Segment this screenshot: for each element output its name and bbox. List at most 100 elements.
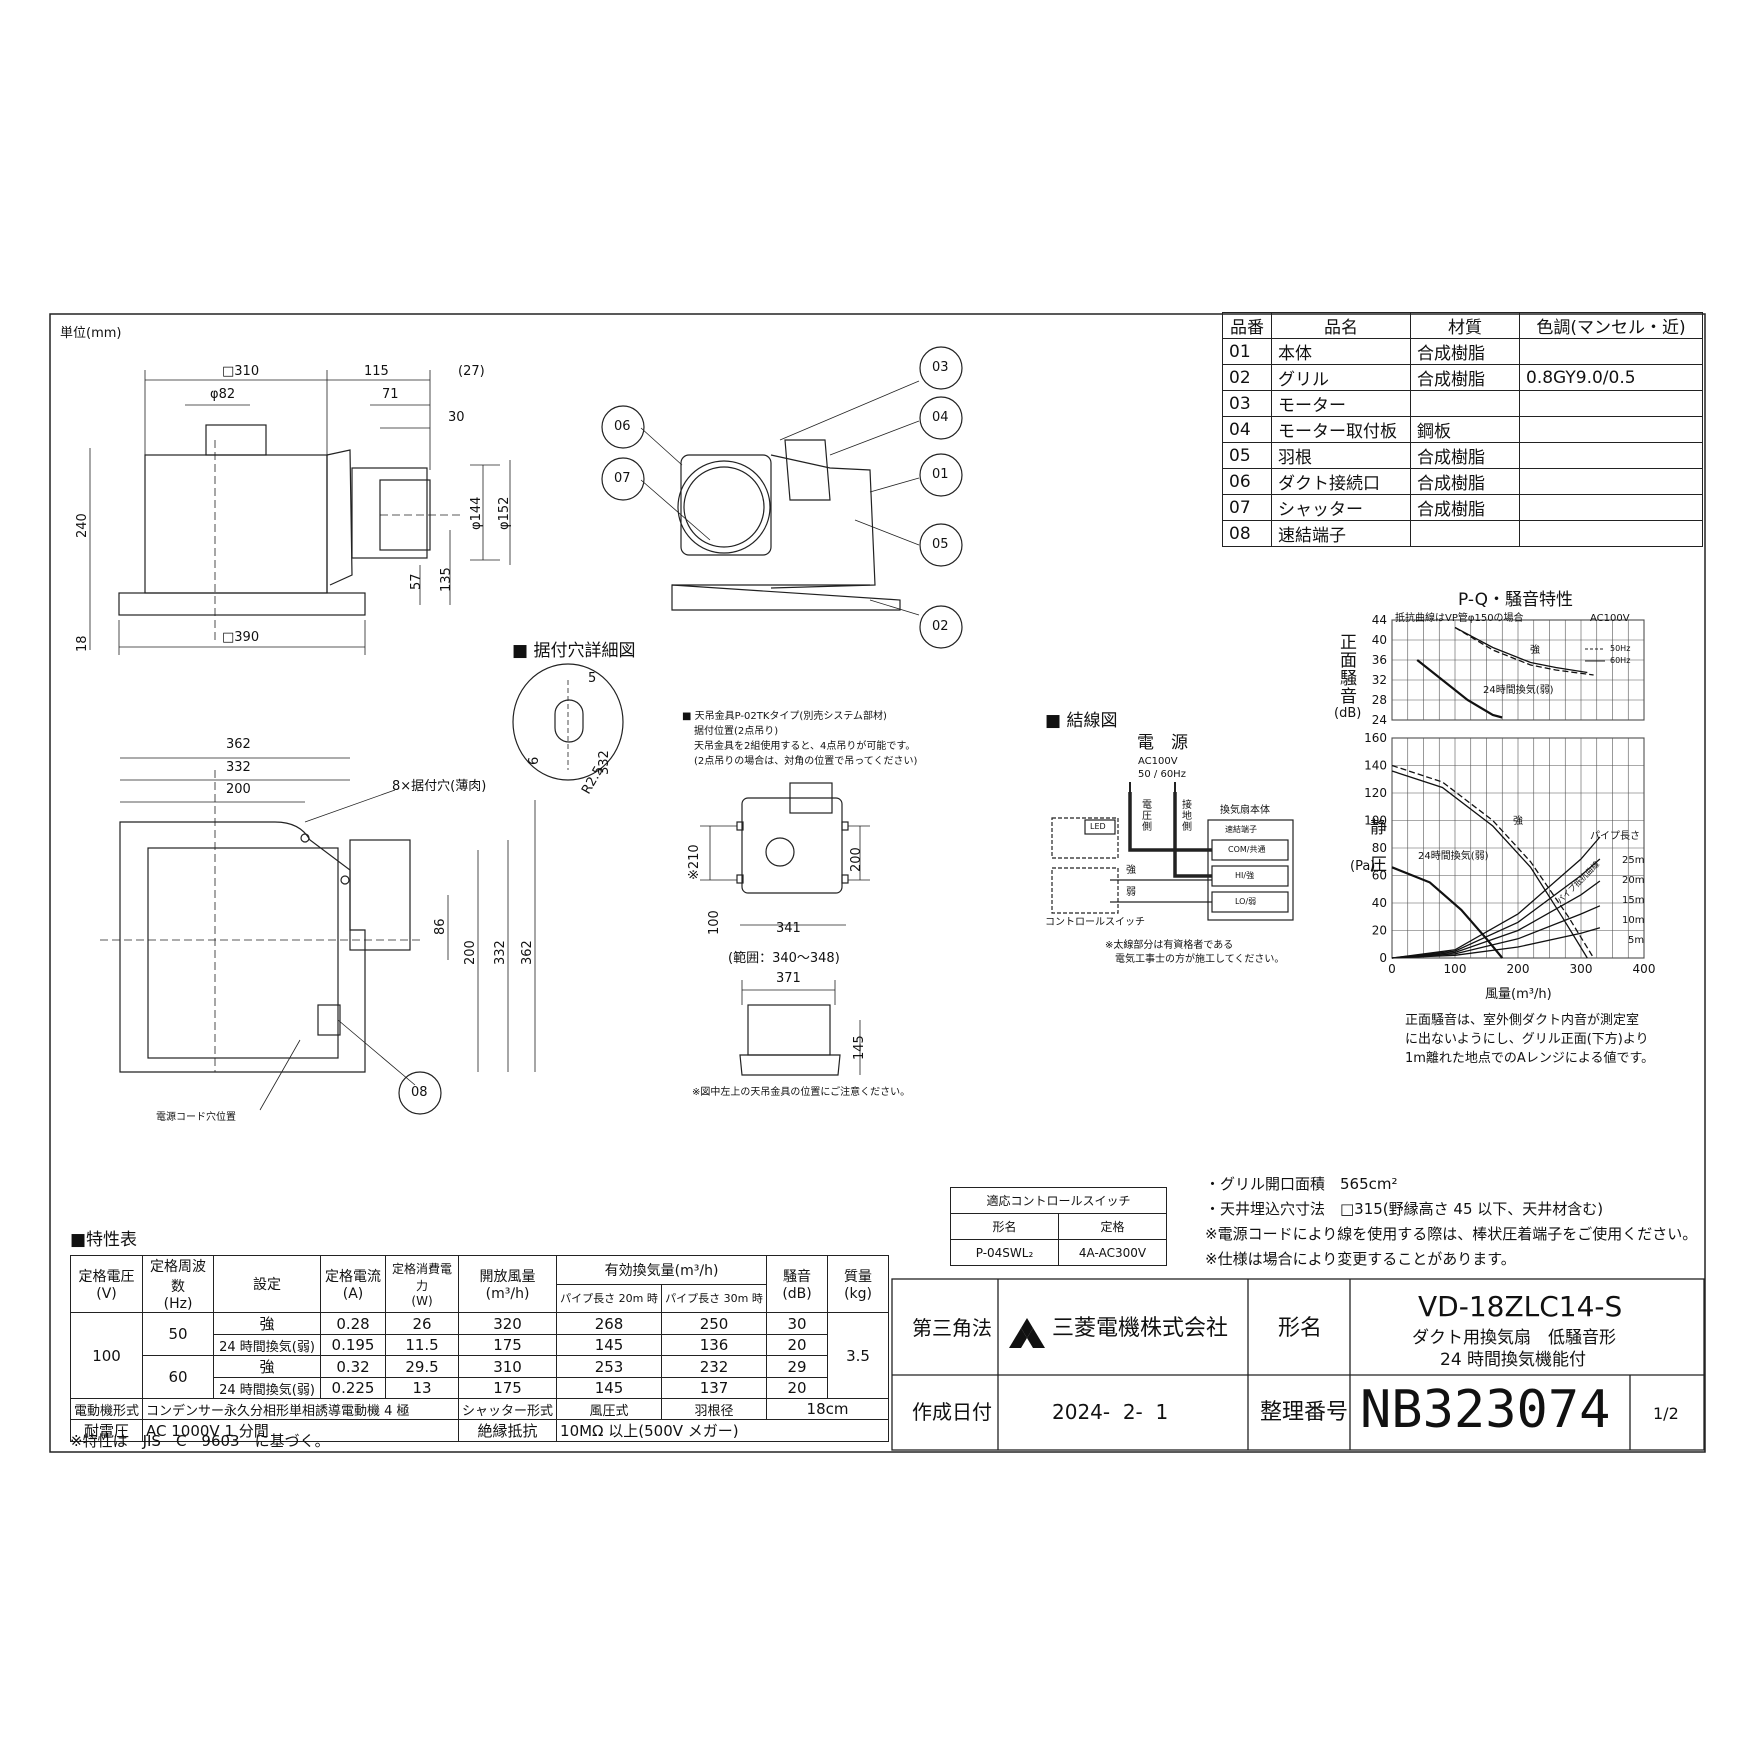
tb-number: NB323074: [1360, 1380, 1611, 1440]
hanger-line2: 据付位置(2点吊り): [694, 726, 779, 737]
note-1: ・グリル開口面積 565cm²: [1205, 1175, 1398, 1193]
hanger-d145: 145: [852, 1035, 867, 1060]
callout-08: 08: [411, 1085, 428, 1100]
noise-series: [1416, 626, 1594, 719]
spec-title: ■特性表: [70, 1230, 138, 1250]
wiring-note2: 電気工事士の方が施工してください。: [1115, 954, 1285, 965]
tb-projection: 第三角法: [912, 1316, 992, 1340]
mount-hole-title: ■ 据付穴詳細図: [512, 641, 636, 661]
pressure-xtick: 300: [1570, 962, 1593, 976]
callout-01: 01: [932, 467, 949, 482]
dim-57: 57: [409, 573, 424, 590]
bottom-cord: 電源コード穴位置: [156, 1112, 236, 1123]
pressure-ytick: 60: [1372, 869, 1387, 883]
dim-390: □390: [222, 630, 260, 645]
dim-30: 30: [448, 410, 465, 425]
wiring-voltage: AC100V: [1138, 756, 1178, 767]
tb-company: 三菱電機株式会社: [1052, 1316, 1229, 1341]
pressure-ytick: 120: [1364, 786, 1387, 800]
spec-footnote: ※特性は JIS C 9603 に基づく。: [70, 1432, 330, 1450]
spec-row: 耐電圧 AC 1000V 1 分間 絶縁抵抗 10MΩ 以上(500V メガー): [69, 1419, 890, 1442]
tb-date: 2024- 2- 1: [1052, 1400, 1169, 1424]
pq-lbl-strong-noise: 強: [1530, 645, 1540, 656]
bottom-d362: 362: [226, 737, 251, 752]
pq-press-unit: (Pa): [1350, 859, 1376, 874]
wiring-strong: 強: [1126, 865, 1136, 876]
pressure-xtick: 200: [1507, 962, 1530, 976]
noise-ytick: 40: [1372, 633, 1387, 647]
pressure-series-line: [1391, 905, 1601, 959]
pressure-series-line: [1391, 858, 1601, 959]
pq-x-label: 風量(m³/h): [1485, 987, 1552, 1002]
wiring-led: LED: [1090, 822, 1106, 831]
pq-lbl-24h-press: 24時間換気(弱): [1418, 851, 1489, 862]
tb-model: VD-18ZLC14-S: [1418, 1290, 1623, 1323]
pq-pipe-15: 15m: [1622, 895, 1645, 906]
noise-ytick: 24: [1372, 713, 1387, 727]
hanger-line3: 天吊金具を2組使用すると、4点吊りが可能です。: [694, 741, 916, 752]
pressure-series-line: [1391, 770, 1588, 959]
spec-row: 24 時間換気(弱) 0.225 13 175 145 137 20: [71, 1377, 889, 1399]
bottom-v332: 332: [493, 940, 508, 965]
dim-115: 115: [364, 364, 389, 379]
dim-152: φ152: [497, 496, 512, 530]
wiring-lo: LO/弱: [1235, 897, 1257, 906]
pq-pipe-10: 10m: [1622, 915, 1645, 926]
pq-resist: 抵抗曲線はVP管φ150の場合: [1395, 613, 1524, 624]
pressure-ytick: 40: [1372, 896, 1387, 910]
wiring-freq: 50 / 60Hz: [1138, 769, 1186, 780]
dim-71: 71: [382, 387, 399, 402]
pressure-series-line: [1391, 927, 1601, 959]
dim-240: 240: [75, 513, 90, 538]
bottom-v86: 86: [433, 918, 448, 935]
hanger-line4: (2点吊りの場合は、対角の位置で吊ってください): [694, 756, 918, 767]
noise-ytick: 28: [1372, 693, 1387, 707]
pq-pipe-20: 20m: [1622, 875, 1645, 886]
wiring-power: 電 源: [1137, 733, 1188, 753]
tb-model-label: 形名: [1278, 1316, 1323, 1341]
pq-lbl-pipe: パイプ長さ: [1590, 831, 1640, 842]
pq-lbl-strong-press: 強: [1513, 816, 1523, 827]
mount-d5: 5: [588, 671, 597, 686]
wiring-title: ■ 結線図: [1045, 711, 1118, 731]
pq-legend-60: 60Hz: [1610, 656, 1631, 665]
pq-note1: 正面騒音は、室外側ダクト内音が測定室: [1405, 1013, 1640, 1028]
parts-header: 品番 品名 材質 色調(マンセル・近): [1222, 312, 1703, 339]
tb-number-label: 整理番号: [1260, 1400, 1349, 1425]
dim-27: (27): [458, 364, 485, 379]
noise-grid: [1391, 619, 1645, 721]
pressure-ytick: 80: [1372, 841, 1387, 855]
pressure-series: [1391, 764, 1601, 959]
pq-legend-50: 50Hz: [1610, 644, 1631, 653]
spec-row: 電動機形式 コンデンサー永久分相形単相誘導電動機 4 極 シャッター形式 風圧式…: [69, 1398, 890, 1420]
wiring-terminal: 速結端子: [1225, 825, 1257, 834]
callout-03: 03: [932, 360, 949, 375]
pq-press-label: 静圧: [1370, 818, 1387, 876]
noise-ytick: 36: [1372, 653, 1387, 667]
wiring-hi: HI/強: [1235, 871, 1255, 880]
bottom-v362: 362: [520, 940, 535, 965]
pressure-ytick: 20: [1372, 924, 1387, 938]
hanger-note: ※図中左上の天吊金具の位置にご注意ください。: [692, 1087, 911, 1098]
pressure-ytick: 100: [1364, 814, 1387, 828]
tb-desc2: 24 時間換気機能付: [1440, 1350, 1587, 1370]
pq-title: P-Q・騒音特性: [1458, 590, 1574, 610]
noise-ytick: 44: [1372, 613, 1387, 627]
spec-row: 100 50 強 0.28 26 320 268 250 30 3.5: [69, 1312, 890, 1399]
dim-144: φ144: [469, 496, 484, 530]
hanger-d210: ※210: [687, 844, 702, 880]
note-3: ※電源コードにより線を使用する際は、棒状圧着端子をご使用ください。: [1205, 1225, 1698, 1243]
pq-pipe-25: 25m: [1622, 855, 1645, 866]
pressure-series-line: [1391, 880, 1601, 959]
tb-desc1: ダクト用換気扇 低騒音形: [1412, 1328, 1616, 1348]
callout-07: 07: [614, 471, 631, 486]
